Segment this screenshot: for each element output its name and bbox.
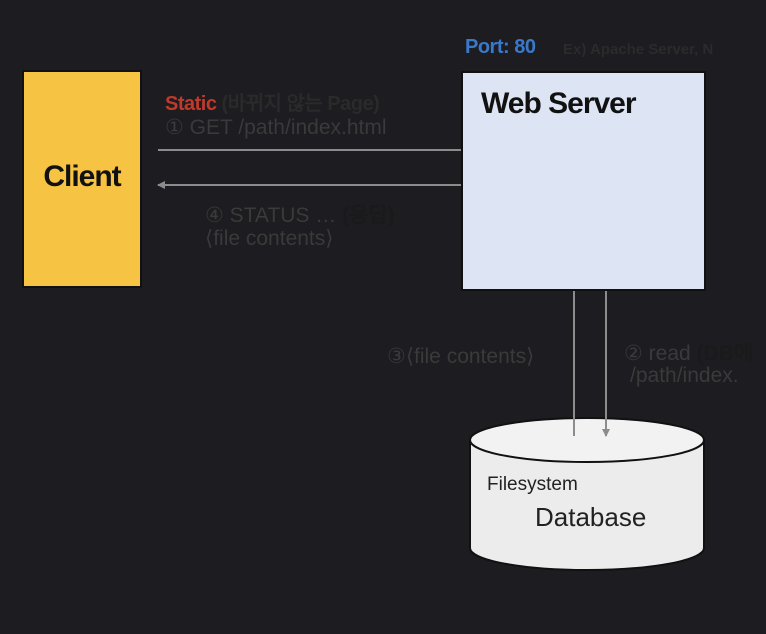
- response-body-label: ⟨file contents⟩: [205, 227, 334, 250]
- response-status-label: ④ STATUS … (응답): [205, 199, 395, 229]
- client-label: Client: [43, 160, 121, 193]
- client-box: Client: [22, 70, 142, 288]
- web-server-label: Web Server: [481, 87, 637, 120]
- request-label: ① GET /path/index.html: [165, 116, 387, 139]
- file-contents-label: ③⟨file contents⟩: [387, 345, 535, 368]
- response-status-bold: (응답): [342, 204, 395, 227]
- port-label: Port: 80: [465, 36, 536, 58]
- database-label: Database: [535, 502, 647, 532]
- static-heading: Static (바뀌지 않는 Page): [165, 87, 380, 116]
- web-server-box: Web Server: [461, 71, 706, 291]
- read-label: ② read (DB에: [624, 337, 753, 367]
- static-word: Static: [165, 93, 217, 115]
- port-note: Ex) Apache Server, N: [563, 41, 714, 58]
- read-bold: (DB에: [696, 342, 754, 365]
- response-status-text: ④ STATUS …: [205, 204, 343, 227]
- read-path-label: /path/index.: [630, 364, 739, 387]
- read-text: ② read: [624, 342, 697, 365]
- filesystem-label: Filesystem: [487, 474, 578, 495]
- static-description: (바뀌지 않는 Page): [216, 93, 380, 115]
- database-cylinder: [469, 417, 705, 571]
